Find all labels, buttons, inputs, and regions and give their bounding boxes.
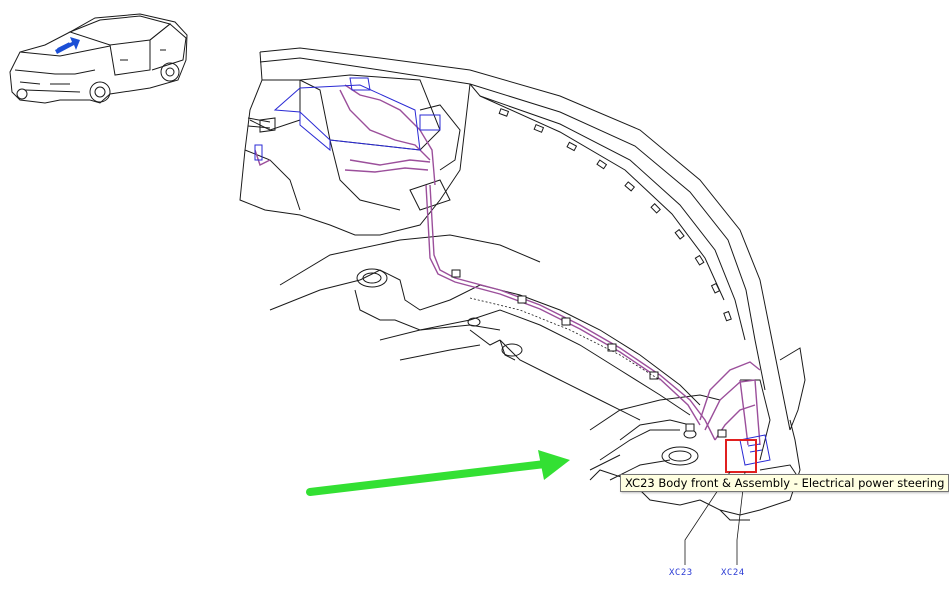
car-locator-icon [9, 13, 188, 104]
wiring-harness [254, 84, 761, 446]
green-arrow-icon [306, 450, 570, 496]
wiring-diagram [9, 13, 806, 565]
callout-leaders [684, 471, 746, 565]
connector-tooltip: XC23 Body front & Assembly - Electrical … [620, 474, 949, 492]
locator-arrow-icon [55, 37, 80, 54]
routing-guide-line [469, 297, 661, 381]
harness-clips [451, 269, 727, 438]
callout-label-xc23[interactable]: XC23 [669, 568, 693, 578]
connector-highlight [725, 439, 757, 473]
front-end-structure [239, 47, 806, 521]
callout-label-xc24[interactable]: XC24 [721, 568, 745, 578]
harness-brackets [254, 77, 771, 466]
